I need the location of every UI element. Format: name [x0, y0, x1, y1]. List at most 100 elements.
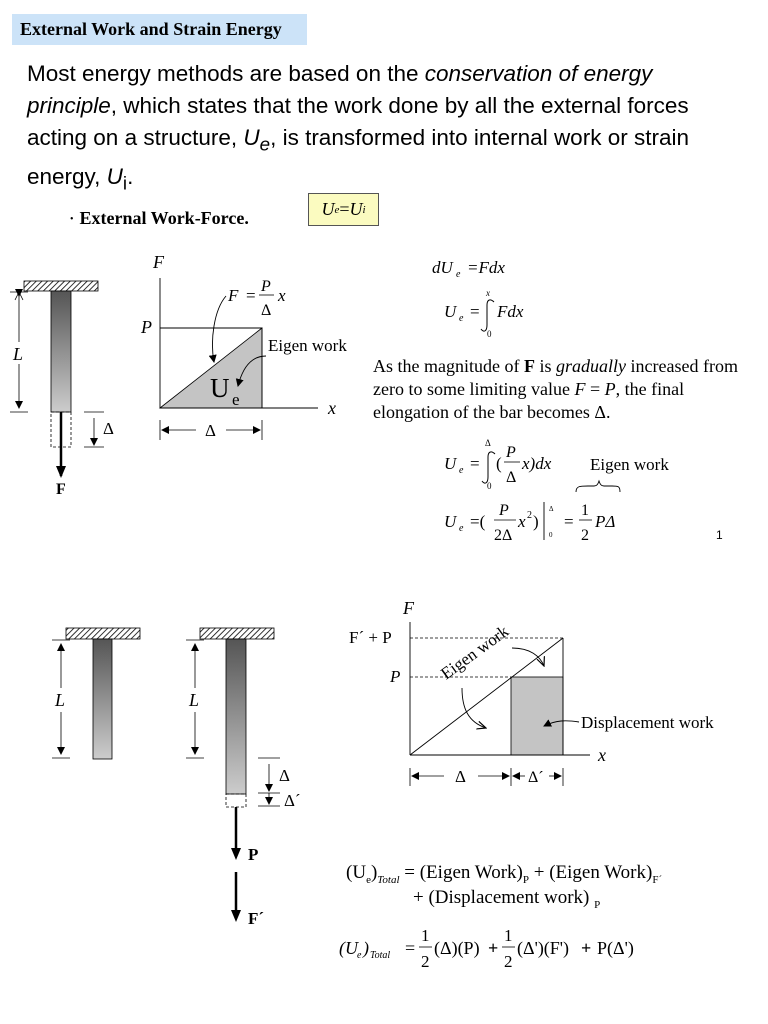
intro-text-3: , is transformed into internal work or s…: [27, 125, 689, 189]
bullet-heading: • External Work-Force.: [70, 208, 249, 229]
svg-text:L: L: [188, 690, 199, 710]
svg-text:e: e: [459, 313, 464, 324]
combined-work-graph: F x F´ + P P Eigen work Displacement wor…: [349, 598, 714, 786]
bar-body: [50, 290, 72, 413]
graph1-x-label: x: [327, 398, 336, 418]
svg-text:PΔ: PΔ: [594, 512, 615, 531]
svg-text:P: P: [389, 667, 400, 686]
svg-text:e: e: [357, 950, 362, 961]
graph1-y-label: F: [152, 252, 165, 272]
page-title-text: External Work and Strain Energy: [20, 19, 282, 39]
svg-text:Δ: Δ: [261, 302, 271, 319]
svg-text:2: 2: [581, 527, 589, 544]
svg-text:2: 2: [504, 952, 513, 971]
svg-text:P(Δ'): P(Δ'): [597, 938, 634, 959]
intro-ui-sub: i: [122, 172, 128, 193]
bullet-dot-icon: •: [70, 214, 74, 226]
svg-text:P: P: [260, 278, 271, 295]
intro-text-1: Most energy methods are based on the: [27, 61, 425, 86]
brace-eigen-label: Eigen work: [590, 455, 669, 474]
displacement-work-area: [510, 676, 564, 756]
force-displacement-graph: F x P F = P Δ x Eigen work U e Δ: [140, 252, 347, 440]
intro-paragraph: Most energy methods are based on the con…: [27, 58, 707, 199]
svg-text:2Δ: 2Δ: [494, 527, 512, 544]
svg-text:U: U: [444, 454, 458, 473]
page-number: 1: [716, 528, 723, 542]
svg-text:x: x: [485, 288, 490, 298]
svg-text:L: L: [54, 690, 65, 710]
eqn-pointer-arrow: [208, 295, 227, 363]
svg-text:x: x: [597, 745, 606, 765]
gradual-load-paragraph: As the magnitude of F is gradually incre…: [373, 356, 738, 422]
page-title: External Work and Strain Energy: [12, 14, 307, 45]
svg-text:+: +: [581, 938, 591, 958]
svg-text:0: 0: [549, 531, 553, 539]
equation-result: U e =( P 2Δ x 2 ) Δ 0 = 1 2 PΔ: [444, 502, 615, 544]
svg-text:=: =: [470, 454, 480, 473]
svg-text:F: F: [227, 286, 239, 305]
svg-text:F: F: [402, 598, 415, 618]
total-work-line-1: (Ue)Total = (Eigen Work)P + (Eigen Work)…: [346, 862, 663, 886]
brace-icon: [575, 479, 621, 493]
bar-1: L Δ F: [10, 280, 114, 498]
svg-text:(U: (U: [339, 938, 359, 959]
svg-text:=: =: [405, 938, 415, 958]
bar-force-label: F: [56, 481, 66, 498]
svg-text:): ): [533, 512, 539, 531]
svg-text:P: P: [498, 502, 509, 519]
svg-text:=(: =(: [470, 512, 486, 531]
svg-text:F´: F´: [248, 909, 264, 928]
graph2-eigen-label: Eigen work: [437, 621, 512, 683]
svg-text:=: =: [564, 512, 574, 531]
svg-text:2: 2: [421, 952, 430, 971]
svg-text:(: (: [496, 454, 502, 473]
eigen-pointer-arrow: [235, 355, 267, 387]
svg-text:dU: dU: [432, 258, 455, 277]
svg-text:+: +: [488, 938, 498, 958]
diagram-1: L Δ F F x P F = P Δ x Eigen work U e Δ: [10, 252, 669, 544]
svg-text:Δ: Δ: [205, 421, 216, 440]
svg-text:Δ´: Δ´: [528, 769, 544, 786]
graph1-p-label: P: [140, 317, 152, 337]
svg-text:Total: Total: [370, 950, 390, 961]
svg-text:Δ: Δ: [485, 438, 491, 448]
equation-integral: U e = Δ 0 ( P Δ x)dx Eigen work: [444, 438, 669, 493]
svg-text:2: 2: [527, 510, 532, 521]
bar-loaded: L Δ Δ´ P F´: [186, 627, 301, 928]
total-work-line-2: + (Displacement work) P: [413, 887, 601, 911]
svg-text:e: e: [459, 523, 464, 534]
svg-text:0: 0: [487, 329, 492, 339]
bar-delta-label: Δ: [103, 419, 114, 438]
bullet-text: External Work-Force.: [79, 208, 249, 228]
svg-text:0: 0: [487, 481, 492, 491]
svg-text:U: U: [210, 373, 230, 403]
support-hatch: [23, 280, 99, 292]
svg-text:=Fdx: =Fdx: [467, 258, 505, 277]
svg-text:Fdx: Fdx: [496, 302, 524, 321]
svg-text:x: x: [277, 286, 286, 305]
svg-text:1: 1: [581, 502, 589, 519]
svg-text:=: =: [470, 302, 480, 321]
intro-emphasis: conservation of energy principle: [27, 61, 653, 118]
svg-text:Δ: Δ: [506, 469, 516, 486]
svg-text:P: P: [505, 444, 516, 461]
svg-text:): ): [362, 938, 369, 959]
svg-text:x: x: [517, 512, 526, 531]
svg-text:1: 1: [421, 926, 430, 945]
intro-text-2: , which states that the work done by all…: [27, 93, 689, 150]
svg-text:Δ: Δ: [279, 766, 290, 785]
svg-text:=: =: [246, 286, 256, 305]
intro-text-4: .: [127, 163, 134, 189]
intro-ue: Ue: [243, 125, 271, 155]
svg-text:e: e: [456, 269, 461, 280]
svg-text:Δ: Δ: [549, 505, 554, 513]
svg-text:(Δ')(F'): (Δ')(F'): [517, 938, 569, 959]
svg-text:e: e: [459, 465, 464, 476]
diagram-2: L L Δ Δ´ P F´ F x: [52, 598, 714, 928]
svg-text:P: P: [248, 845, 258, 864]
equation-differential: dU e =Fdx U e = x 0 Fdx: [432, 258, 524, 339]
svg-text:x)dx: x)dx: [521, 454, 552, 473]
svg-text:(Δ)(P): (Δ)(P): [434, 938, 480, 959]
intro-ui: U: [106, 163, 123, 189]
